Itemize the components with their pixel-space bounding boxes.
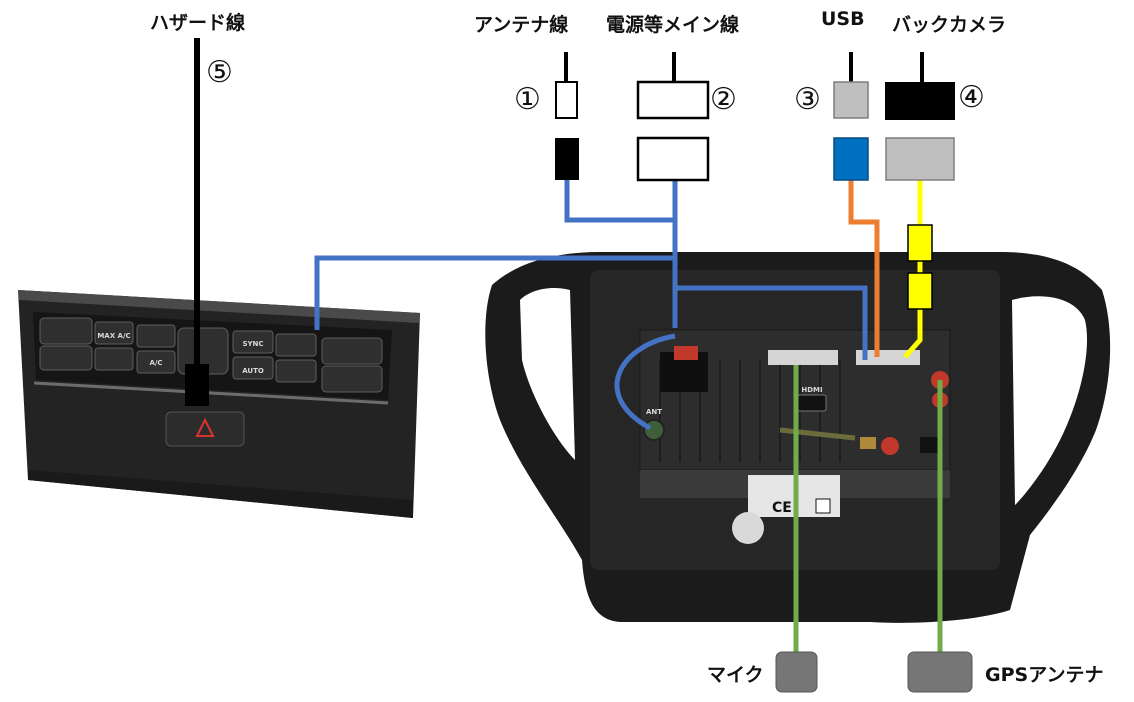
antenna-number: ① bbox=[514, 82, 541, 117]
ant-port-label: ANT bbox=[646, 408, 662, 416]
hazard-switch bbox=[165, 411, 245, 447]
antenna-connector-male bbox=[555, 138, 579, 180]
wires bbox=[194, 38, 943, 652]
usb-connector-female bbox=[833, 81, 869, 119]
microphone-label: マイク bbox=[707, 664, 764, 686]
main-power-branch-line bbox=[675, 285, 868, 360]
camera-inline-connector-bottom bbox=[907, 272, 933, 310]
camera-connector-male bbox=[885, 137, 955, 181]
hazard-wire-label: ハザード線 bbox=[150, 12, 246, 34]
climate-button-label: A/C bbox=[149, 359, 162, 367]
climate-button-label: AUTO bbox=[242, 367, 264, 375]
antenna-connector-female bbox=[555, 81, 578, 119]
microphone-pod bbox=[775, 651, 818, 693]
main-power-to-climate-line bbox=[314, 255, 675, 330]
ce-mark: CE bbox=[772, 500, 792, 516]
climate-button-label: MAX A/C bbox=[97, 332, 130, 340]
climate-button-label: SYNC bbox=[242, 340, 263, 348]
camera-connector-female bbox=[885, 82, 955, 120]
usb-connector-male bbox=[833, 137, 869, 181]
antenna-lead-line bbox=[614, 333, 676, 431]
hdmi-port-label: HDMI bbox=[801, 386, 822, 394]
usb-wire-line bbox=[848, 180, 880, 357]
back-camera-number: ④ bbox=[958, 80, 985, 115]
camera-inline-connector-top bbox=[907, 224, 933, 262]
main-power-connector-female bbox=[636, 80, 710, 120]
connectors bbox=[555, 80, 973, 693]
main-power-number: ② bbox=[710, 82, 737, 117]
usb-label: USB bbox=[821, 8, 865, 30]
climate-control-panel: MAX A/C A/C SYNC AUTO bbox=[18, 290, 420, 518]
climate-buttons bbox=[39, 317, 383, 393]
hazard-number: ⑤ bbox=[206, 55, 233, 90]
main-power-connector-male bbox=[636, 136, 710, 182]
main-power-wire-label: 電源等メイン線 bbox=[606, 14, 740, 36]
antenna-wire-label: アンテナ線 bbox=[474, 14, 569, 36]
gps-antenna-label: GPSアンテナ bbox=[985, 664, 1104, 686]
hazard-connector bbox=[185, 364, 209, 406]
gps-antenna-pod bbox=[907, 651, 973, 693]
back-camera-label: バックカメラ bbox=[892, 14, 1007, 36]
usb-number: ③ bbox=[794, 82, 821, 117]
